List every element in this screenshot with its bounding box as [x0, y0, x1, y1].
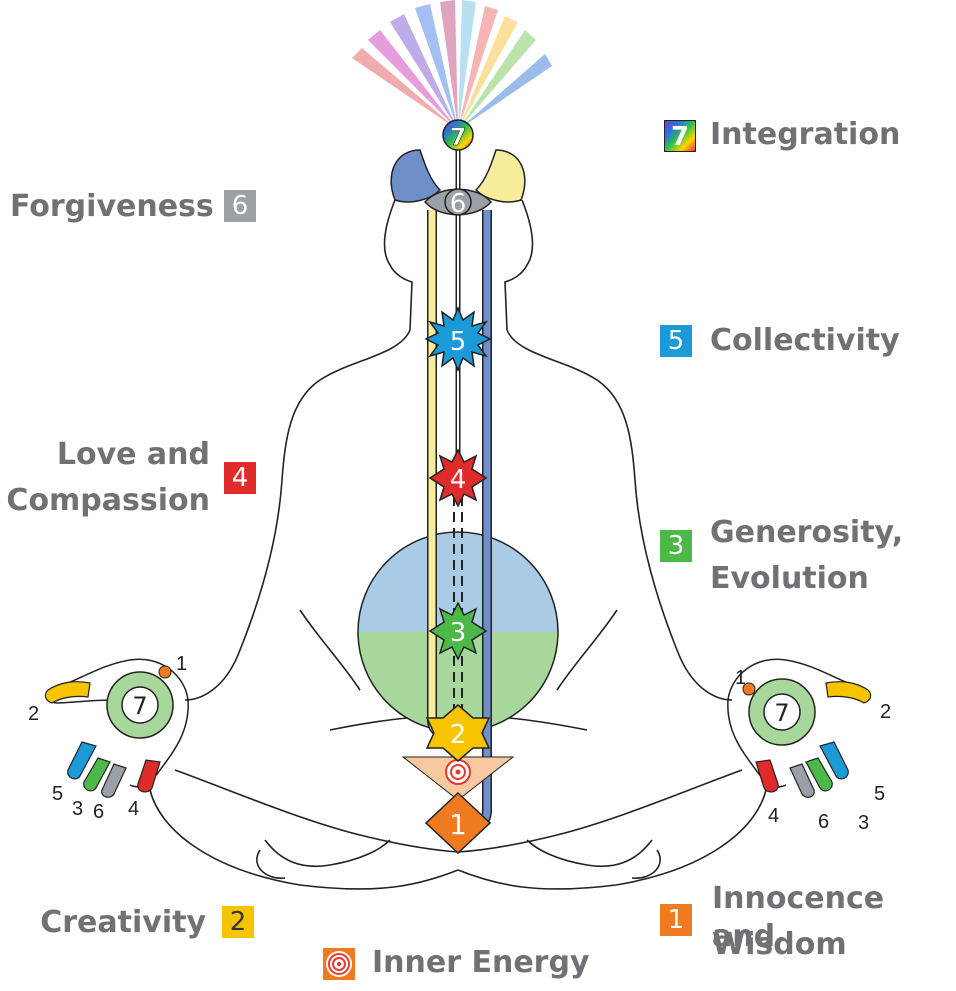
- inner-energy-label: Inner Energy: [372, 944, 590, 982]
- svg-text:4: 4: [768, 805, 779, 827]
- generosity-label-line2: Evolution: [710, 560, 869, 598]
- creativity-label: Creativity: [10, 904, 206, 942]
- svg-text:4: 4: [128, 798, 139, 820]
- love-badge: 4: [224, 462, 256, 494]
- crown-rays: [352, 0, 552, 130]
- left-channel-top: [391, 150, 440, 202]
- svg-text:3: 3: [450, 618, 467, 648]
- svg-text:1: 1: [449, 808, 467, 841]
- svg-text:2: 2: [450, 720, 467, 750]
- left-hand: 7 1 2 5 3 6 4: [28, 653, 188, 823]
- svg-text:3: 3: [858, 812, 869, 834]
- collectivity-label: Collectivity: [710, 322, 900, 360]
- svg-text:5: 5: [52, 783, 63, 805]
- svg-text:2: 2: [880, 701, 891, 723]
- svg-text:5: 5: [874, 783, 885, 805]
- svg-text:1: 1: [176, 653, 187, 675]
- svg-text:4: 4: [450, 465, 467, 495]
- chakra-1-mooladhara: 1: [426, 793, 490, 853]
- right-hand: 7 1 2 4 6 3 5: [728, 659, 891, 834]
- svg-text:1: 1: [735, 667, 746, 689]
- forgiveness-label: Forgiveness: [10, 188, 210, 226]
- svg-text:7: 7: [450, 123, 467, 151]
- svg-text:2: 2: [28, 703, 39, 725]
- innocence-badge: 1: [660, 904, 692, 936]
- inner-energy-spiral-icon: [322, 947, 356, 981]
- generosity-label-line1: Generosity,: [710, 514, 903, 552]
- svg-text:6: 6: [450, 189, 467, 219]
- generosity-badge: 3: [660, 530, 692, 562]
- svg-text:5: 5: [450, 327, 467, 357]
- love-label-line1: Love and: [0, 436, 210, 474]
- chakra-7-sahasrara: 7: [443, 120, 473, 151]
- svg-text:7: 7: [774, 699, 789, 727]
- svg-text:6: 6: [818, 811, 829, 833]
- collectivity-badge: 5: [660, 325, 692, 357]
- innocence-label-line2: Wisdom: [712, 926, 847, 964]
- creativity-badge: 2: [222, 906, 254, 938]
- forgiveness-badge: 6: [224, 190, 256, 222]
- integration-badge: 7: [664, 120, 696, 152]
- love-label-line2: Compassion: [0, 482, 210, 520]
- svg-text:7: 7: [132, 692, 147, 720]
- right-channel-top: [476, 150, 525, 202]
- svg-text:3: 3: [72, 798, 83, 820]
- svg-text:6: 6: [93, 801, 104, 823]
- chakra-4-heart: 4: [430, 450, 486, 506]
- integration-label: Integration: [710, 116, 900, 154]
